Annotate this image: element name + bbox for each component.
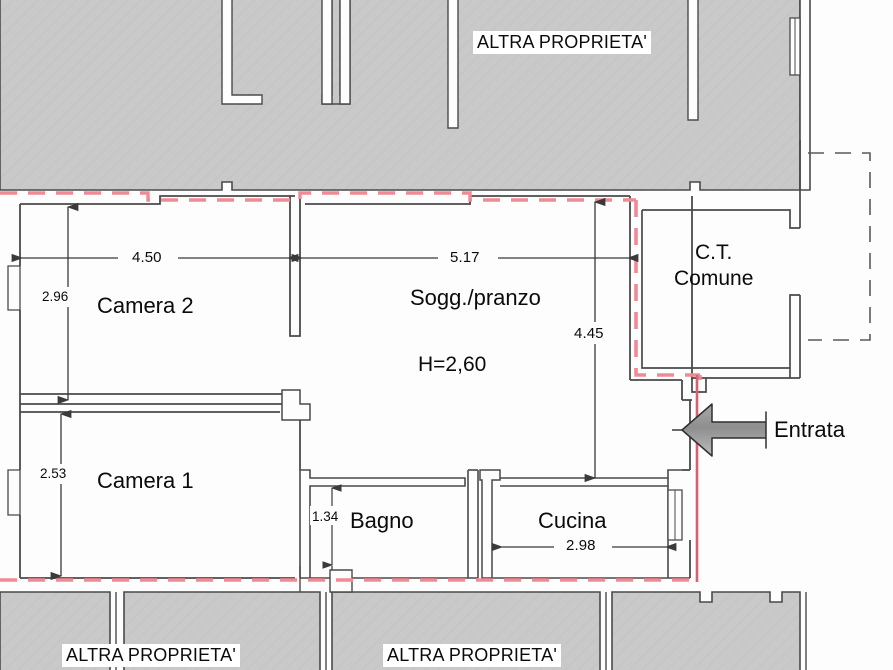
other-property-top-region [0, 0, 801, 191]
other-property-bottom-mid2-region [331, 591, 601, 670]
right-exterior-wall-top [789, 0, 811, 191]
other-property-bottom-right-region [611, 591, 801, 670]
ct-comune-room [641, 140, 801, 393]
soggiorno-right-wall [629, 196, 693, 401]
dim-line-4-50 [11, 246, 299, 269]
dim-line-5-17 [291, 246, 639, 269]
other-property-bottom-mid-region [123, 591, 321, 670]
cucina-right-opening [667, 489, 683, 541]
cucina-divider-wall [479, 469, 501, 579]
wall-t-junction [281, 389, 311, 421]
dim-line-2-53 [38, 409, 86, 581]
left-arrow-icon [681, 403, 767, 457]
other-property-bottom-left-region [0, 591, 111, 670]
dim-line-4-45 [569, 197, 621, 483]
cucina-walls [492, 469, 690, 579]
dim-line-2-96 [40, 202, 88, 405]
bagno-walls [299, 469, 479, 579]
dim-line-1-34 [310, 484, 354, 569]
dim-line-2-98 [491, 535, 677, 557]
right-dashed-projection [808, 152, 871, 341]
